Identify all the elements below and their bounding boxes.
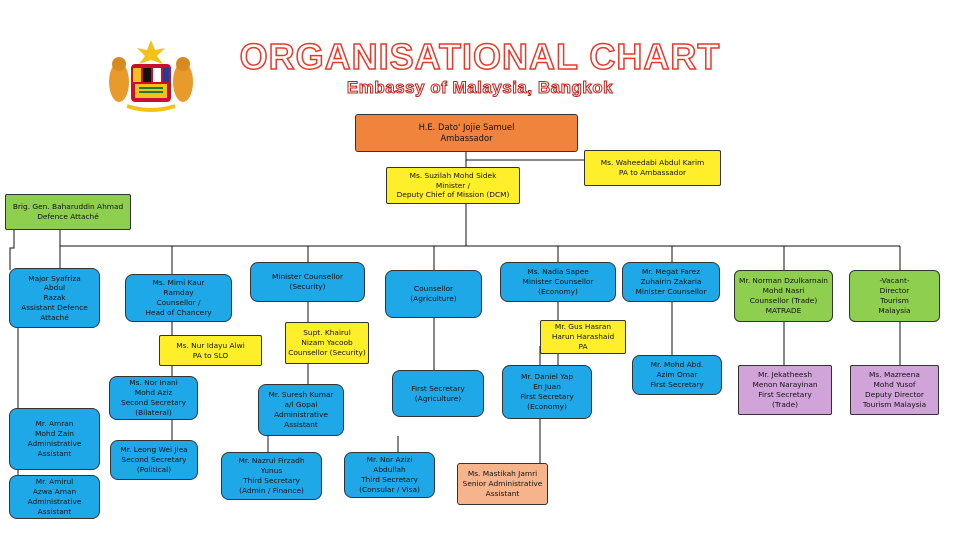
second-secretary-political-box[interactable]: Mr. Leong Wei Jiea Second Secretary (Pol… — [110, 440, 198, 480]
minister-counsellor-economy-box[interactable]: Ms. Nadia Sapee Minister Counsellor (Eco… — [500, 262, 616, 302]
third-secretary-consular-box[interactable]: Mr. Nor Azizi Abdullah Third Secretary (… — [344, 452, 435, 498]
first-secretary-economy-box[interactable]: Mr. Daniel Yap En Juan First Secretary (… — [502, 365, 592, 419]
defence-attache-box[interactable]: Brig. Gen. Baharuddin Ahmad Defence Atta… — [5, 194, 131, 230]
pa-to-slo-box[interactable]: Ms. Nur Idayu Alwi PA to SLO — [159, 335, 262, 366]
dcm-box[interactable]: Ms. Suzilah Mohd Sidek Minister / Deputy… — [386, 167, 520, 204]
page-subtitle: Embassy of Malaysia, Bangkok — [346, 78, 614, 98]
ambassador-box[interactable]: H.E. Dato' Jojie Samuel Ambassador — [355, 114, 578, 152]
minister-counsellor-security-box[interactable]: Minister Counsellor (Security) — [250, 262, 365, 302]
pa-gus-box[interactable]: Mr. Gus Hasran Harun Harashaid PA — [540, 320, 626, 354]
director-tourism-box[interactable]: -Vacant- Director Tourism Malaysia — [849, 270, 940, 322]
third-secretary-admin-box[interactable]: Mr. Nazrul Firzadh Yunus Third Secretary… — [221, 452, 322, 500]
counsellor-trade-box[interactable]: Mr. Norman Dzulkarnain Mohd Nasri Counse… — [734, 270, 833, 322]
first-secretary-trade-box[interactable]: Mr. Jekatheesh Menon Narayinan First Sec… — [738, 365, 832, 415]
malaysia-coat-of-arms-icon — [109, 40, 193, 112]
deputy-director-tourism-box[interactable]: Ms. Mazreena Mohd Yusof Deputy Director … — [850, 365, 939, 415]
admin-assistant-amirul-box[interactable]: Mr. Amirul Azwa Aman Administrative Assi… — [9, 475, 100, 519]
admin-assistant-suresh-box[interactable]: Mr. Suresh Kumar a/l Gopal Administrativ… — [258, 384, 344, 436]
counsellor-agriculture-box[interactable]: Counsellor (Agriculture) — [385, 270, 482, 318]
counsellor-security-box[interactable]: Supt. Khairul Nizam Yacoob Counsellor (S… — [285, 322, 369, 364]
head-of-chancery-box[interactable]: Ms. Mimi Kaur Ramday Counsellor / Head o… — [125, 274, 232, 322]
pa-ambassador-box[interactable]: Ms. Waheedabi Abdul Karim PA to Ambassad… — [584, 150, 721, 186]
second-secretary-bilateral-box[interactable]: Ms. Nor Inani Mohd Aziz Second Secretary… — [109, 376, 198, 420]
page-title: ORGANISATIONAL CHART — [239, 35, 721, 78]
senior-admin-assistant-box[interactable]: Ms. Mastikah Jamri Senior Administrative… — [457, 463, 548, 505]
minister-counsellor-megat-box[interactable]: Mr. Megat Farez Zuhairin Zakaria Ministe… — [622, 262, 720, 302]
asst-defence-attache-box[interactable]: Major Syafriza Abdul Razak Assistant Def… — [9, 268, 100, 328]
first-secretary-agriculture-box[interactable]: First Secretary (Agriculture) — [392, 370, 484, 417]
first-secretary-mohd-box[interactable]: Mr. Mohd Abd. Azim Omar First Secretary — [632, 355, 722, 395]
admin-assistant-amran-box[interactable]: Mr. Amran Mohd Zain Administrative Assis… — [9, 408, 100, 470]
